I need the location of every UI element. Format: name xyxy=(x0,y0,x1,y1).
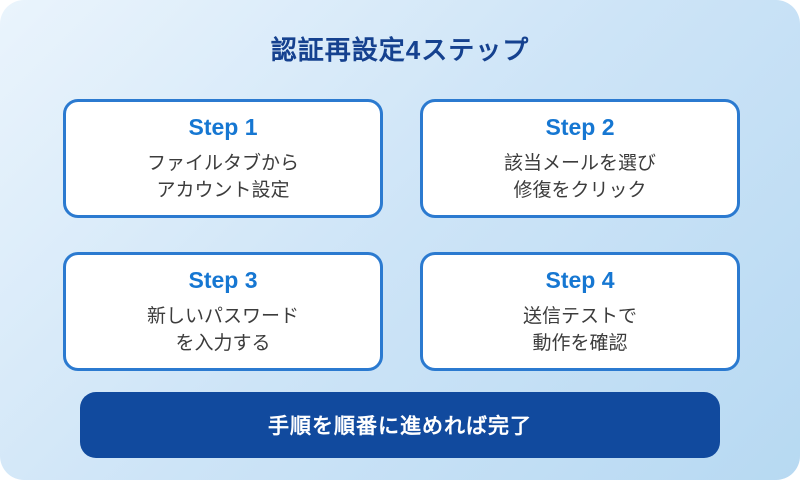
step-4-text-line-2: 動作を確認 xyxy=(532,332,628,354)
step-card-2: Step 2 該当メールを選び 修復をクリック xyxy=(420,99,740,218)
step-1-label: Step 1 xyxy=(188,113,258,140)
completion-banner: 手順を順番に進めれば完了 xyxy=(80,392,720,458)
step-4-text-line-1: 送信テストで xyxy=(522,305,637,327)
step-4-label: Step 4 xyxy=(545,266,615,293)
step-1-text-line-1: ファイルタブから xyxy=(146,152,299,174)
step-3-text-line-2: を入力する xyxy=(175,332,271,354)
step-3-text-line-1: 新しいパスワード xyxy=(146,305,299,327)
completion-banner-label: 手順を順番に進めれば完了 xyxy=(268,415,532,438)
steps-grid: Step 1 ファイルタブから アカウント設定 Step 2 該当メールを選び … xyxy=(63,99,740,371)
step-2-label: Step 2 xyxy=(545,113,615,140)
step-2-text-line-2: 修復をクリック xyxy=(513,179,647,201)
page-title: 認証再設定4ステップ xyxy=(270,35,530,65)
step-card-3: Step 3 新しいパスワード を入力する xyxy=(63,252,383,371)
step-3-label: Step 3 xyxy=(188,266,258,293)
step-2-text-line-1: 該当メールを選び xyxy=(503,152,656,174)
step-card-4: Step 4 送信テストで 動作を確認 xyxy=(420,252,740,371)
step-1-text-line-2: アカウント設定 xyxy=(156,179,290,201)
step-card-1: Step 1 ファイルタブから アカウント設定 xyxy=(63,99,383,218)
